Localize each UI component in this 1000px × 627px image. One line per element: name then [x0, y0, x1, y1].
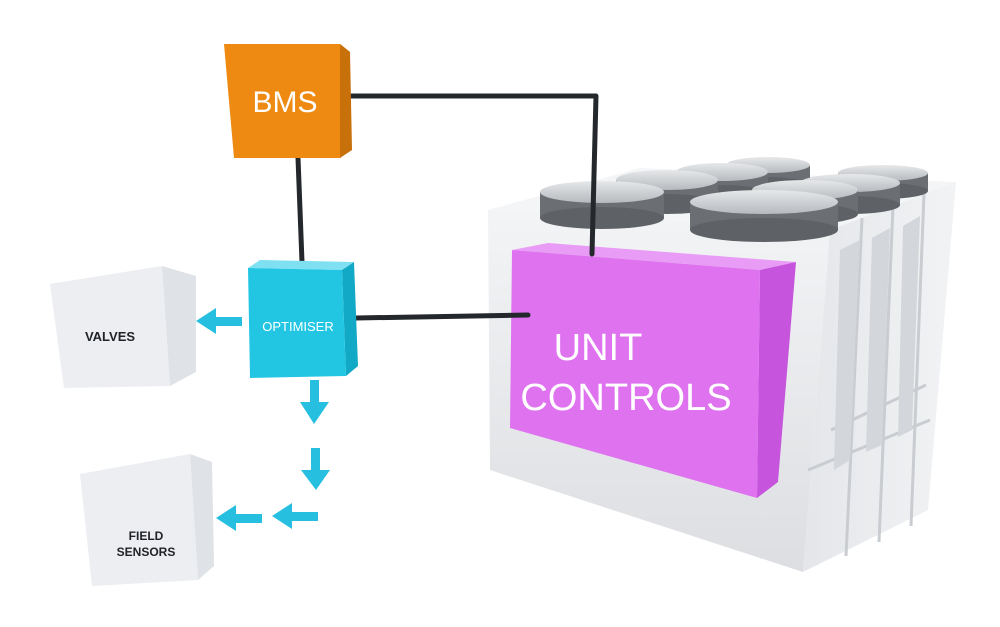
unit-controls-node: UNIT CONTROLS	[510, 243, 796, 498]
bms-side	[340, 44, 352, 158]
valves-side	[162, 266, 196, 386]
wire-optimiser-to-unit-controls	[353, 312, 531, 321]
arrows	[196, 308, 330, 531]
unit-controls-top	[512, 243, 796, 270]
field-sensors-label-line1: FIELD	[129, 529, 164, 543]
fan	[690, 190, 838, 242]
fan	[540, 181, 664, 229]
wire-bms-to-unit-controls	[345, 93, 599, 257]
unit-controls-label-line1: UNIT	[554, 327, 643, 369]
field-sensors-node: FIELD SENSORS	[80, 454, 214, 586]
unit-controls-side	[757, 262, 796, 498]
field-sensors-label-line2: SENSORS	[117, 545, 176, 559]
arrow-optimiser-to-valves	[196, 308, 242, 334]
optimiser-label: OPTIMISER	[262, 319, 334, 334]
field-sensors-front	[80, 454, 198, 586]
bms-front	[224, 44, 340, 158]
wires	[295, 93, 599, 321]
optimiser-side	[342, 262, 358, 376]
wire-bms-to-optimiser	[295, 155, 305, 265]
chiller-side-coil-shadows	[834, 216, 920, 470]
optimiser-front	[248, 268, 346, 378]
arrow-optimiser-to-field-sensors	[216, 380, 330, 531]
valves-label: VALVES	[85, 329, 135, 344]
bms-label: BMS	[252, 86, 317, 119]
valves-node: VALVES	[50, 266, 196, 388]
optimiser-top	[248, 260, 354, 270]
unit-controls-front	[510, 250, 760, 498]
unit-controls-label-line2: CONTROLS	[520, 377, 731, 419]
optimiser-node: OPTIMISER	[248, 260, 358, 378]
bms-node: BMS	[224, 44, 352, 158]
valves-front	[50, 266, 170, 388]
